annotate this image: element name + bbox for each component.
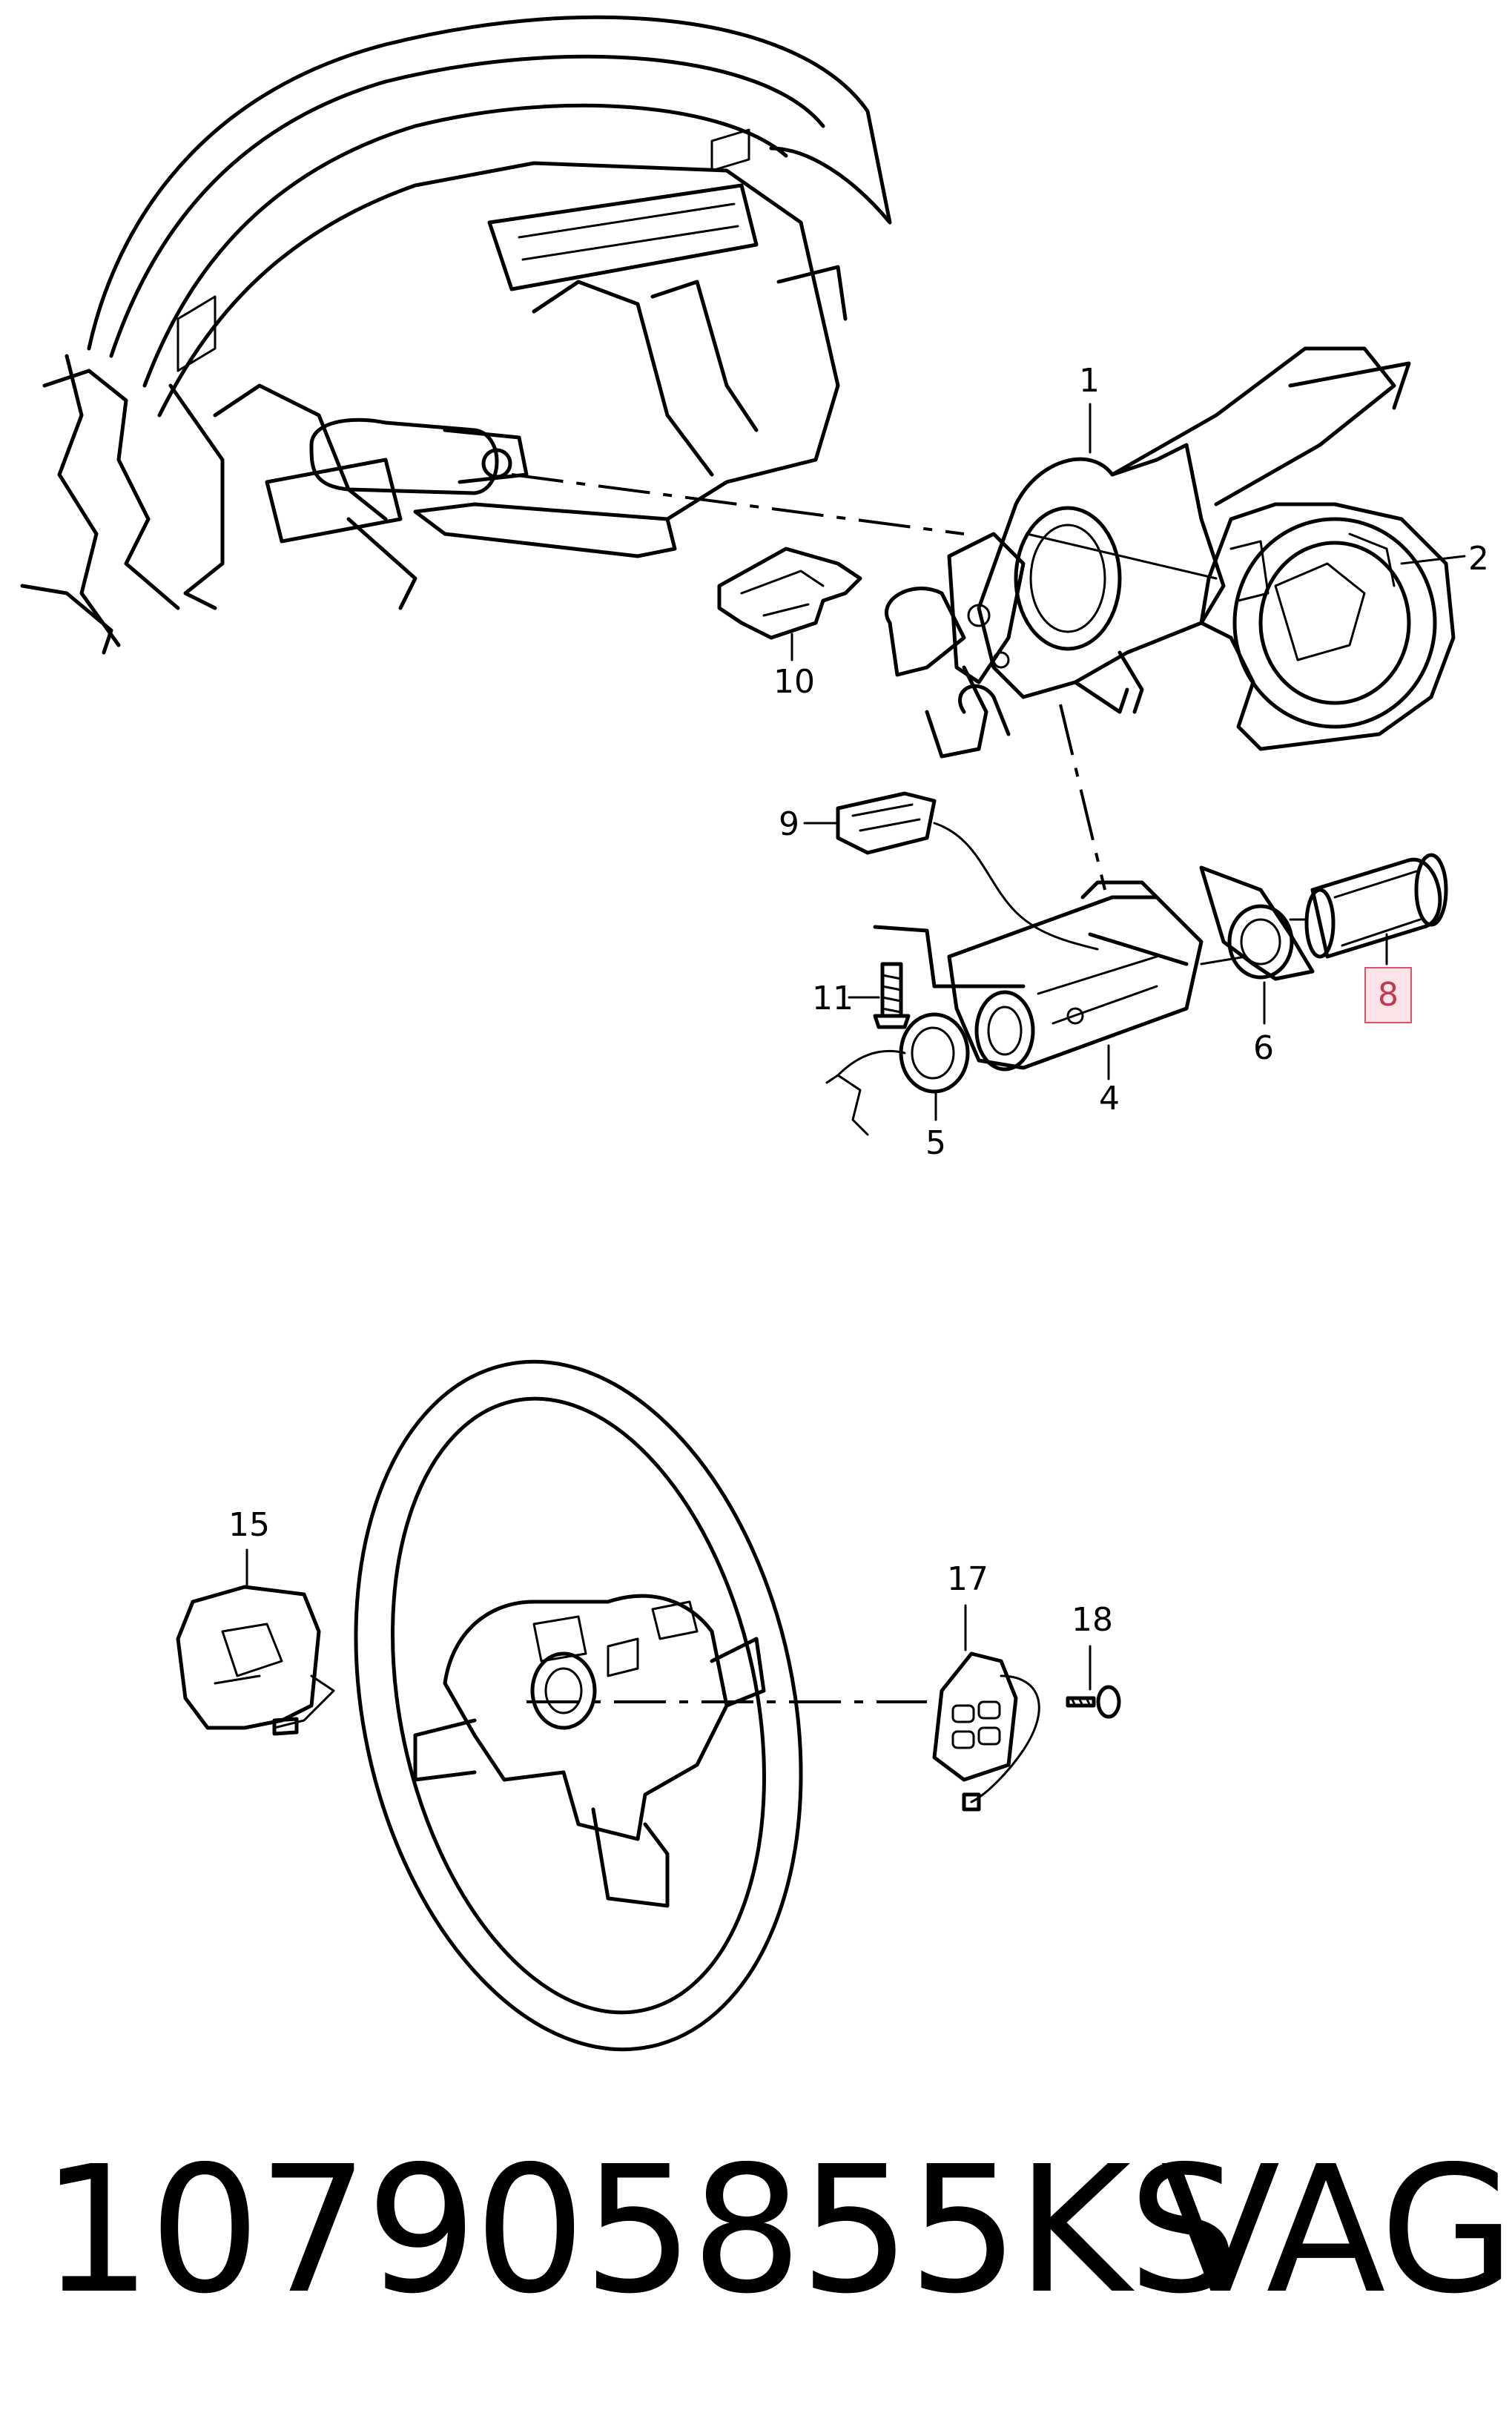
part-11-bolt bbox=[873, 925, 1026, 1029]
part-number-label: 107905855KS bbox=[41, 2128, 1239, 2332]
callout-2: 2 bbox=[1468, 540, 1489, 578]
callout-8-highlighted: 8 bbox=[1364, 967, 1412, 1023]
steering-wheel bbox=[354, 1359, 803, 2052]
part-17-mf-switch bbox=[932, 1651, 1040, 1812]
part-2-clock-spring bbox=[1199, 502, 1456, 751]
callout-15: 15 bbox=[228, 1506, 270, 1544]
part-15-switch-cover bbox=[176, 1585, 335, 1736]
leader-1-spring-line bbox=[1026, 532, 1218, 580]
brand-label: VAG bbox=[1161, 2128, 1512, 2332]
part-1-combination-switch bbox=[884, 346, 1411, 759]
callout-11: 11 bbox=[812, 980, 854, 1017]
part-8-lock-cylinder bbox=[1304, 853, 1448, 959]
part-5-reader-ring bbox=[825, 1012, 970, 1136]
callout-6: 6 bbox=[1253, 1029, 1274, 1067]
leader-dash-column bbox=[511, 473, 965, 535]
leader-dash-switch-lock bbox=[1059, 704, 1106, 891]
part-18-screw bbox=[1066, 1685, 1121, 1719]
callout-18: 18 bbox=[1072, 1601, 1113, 1639]
callout-4: 4 bbox=[1099, 1080, 1120, 1118]
part-10-bracket bbox=[717, 547, 862, 640]
part-9-module bbox=[836, 791, 1099, 951]
leader-6-line bbox=[1200, 955, 1247, 966]
part-6-cover bbox=[1199, 865, 1315, 981]
dashboard-assembly bbox=[20, 15, 892, 655]
callout-10: 10 bbox=[773, 663, 815, 701]
callout-9: 9 bbox=[779, 805, 799, 843]
callout-17: 17 bbox=[947, 1560, 988, 1598]
callout-1: 1 bbox=[1079, 362, 1100, 400]
part-4-lock-housing bbox=[947, 880, 1204, 1072]
leader-2 bbox=[1400, 555, 1466, 565]
callout-5: 5 bbox=[925, 1124, 946, 1162]
